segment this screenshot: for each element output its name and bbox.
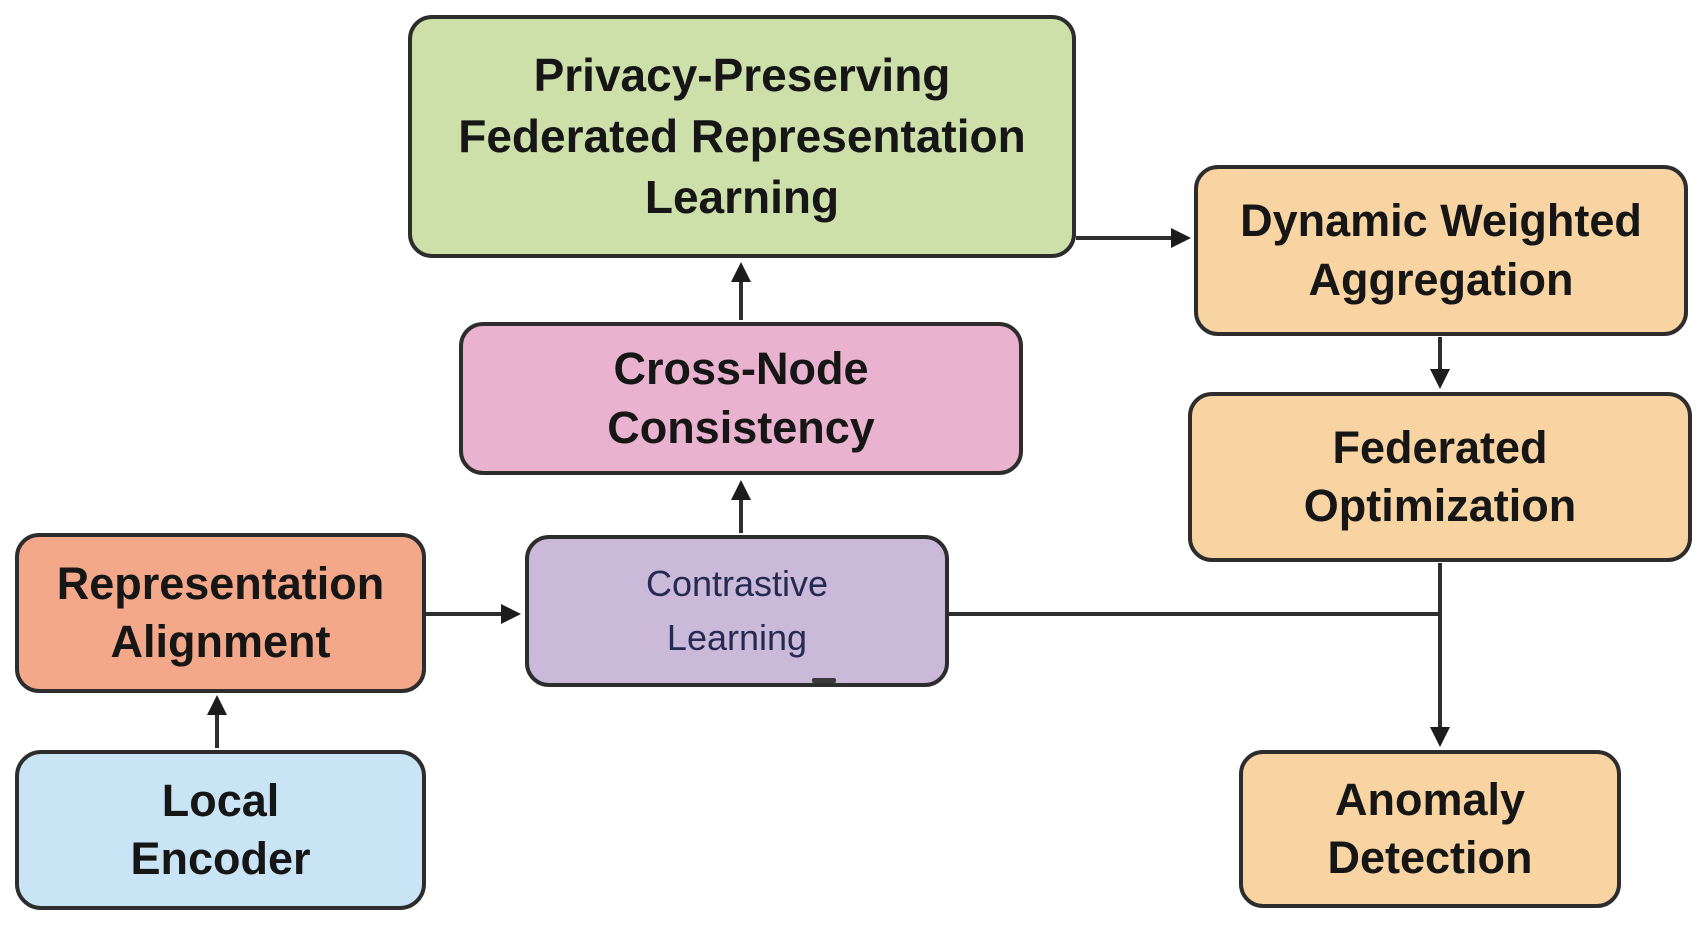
node-label: Contrastive Learning [645, 563, 829, 658]
node-dynamic-weighted-aggregation: Dynamic Weighted Aggregation [1194, 165, 1688, 336]
node-privacy-preserving-federated-representation-learning: Privacy-Preserving Federated Representat… [408, 15, 1076, 258]
node-label: Federated Optimization [1303, 421, 1577, 532]
node-local-encoder: Local Encoder [15, 750, 426, 910]
node-representation-alignment: Representation Alignment [15, 533, 426, 693]
stray-mark [812, 678, 836, 683]
node-anomaly-detection: Anomaly Detection [1239, 750, 1621, 908]
node-cross-node-consistency: Cross-Node Consistency [459, 322, 1023, 475]
node-label: Privacy-Preserving Federated Representat… [458, 48, 1026, 224]
node-label: Representation Alignment [56, 557, 385, 668]
node-contrastive-learning: Contrastive Learning [525, 535, 949, 687]
node-label: Local Encoder [130, 774, 311, 885]
node-label: Dynamic Weighted Aggregation [1240, 195, 1642, 305]
node-label: Cross-Node Consistency [607, 343, 875, 453]
node-federated-optimization: Federated Optimization [1188, 392, 1692, 562]
node-label: Anomaly Detection [1327, 773, 1533, 884]
